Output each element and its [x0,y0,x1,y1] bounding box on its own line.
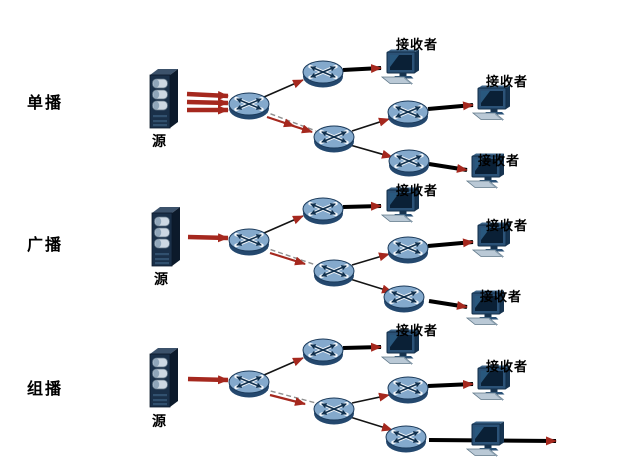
router-icon [388,101,428,128]
edge-dash [262,110,317,132]
edge-thick [427,101,474,111]
edge-thick [342,342,382,352]
edge-dash [262,388,317,404]
edge-stream [187,233,229,243]
edge-thick [342,64,382,74]
router-icon [388,237,428,264]
edge-trunk [349,416,393,432]
edge-trunk [349,144,393,159]
server-icon [151,206,181,267]
edge-redarr [269,251,306,266]
edge-trunk [351,117,390,132]
edge-thick [427,238,474,248]
router-icon [314,126,354,153]
pc-icon [472,222,511,259]
pc-icon [381,49,420,86]
pc-icon [466,421,505,458]
router-icon [229,371,269,398]
edge-trunk [351,392,390,404]
router-icon [303,198,343,225]
edge-redarr [283,121,313,134]
server-icon [149,347,179,408]
edge-trunk [263,215,304,234]
edge-redarr [269,393,306,406]
pc-icon [466,153,505,190]
router-icon [314,260,354,287]
edge-trunk [263,79,304,98]
router-icon [303,61,343,88]
edge-trunk [351,252,390,266]
pc-icon [472,365,511,402]
router-icon [388,377,428,404]
router-icon [389,150,429,177]
edge-thick [342,201,382,211]
router-icon [384,286,424,313]
pc-icon [466,290,505,327]
pc-icon [472,85,511,122]
edge-dash [262,246,317,266]
router-icon [314,398,354,425]
router-icon [386,426,426,453]
pc-icon [381,187,420,224]
edge-trunk [349,278,393,294]
edge-stream [187,375,229,385]
edge-stream [186,98,229,108]
server-icon [149,68,179,129]
edge-stream [186,91,229,101]
edge-thick [427,379,474,389]
router-icon [229,93,269,120]
pc-icon [381,329,420,366]
edge-trunk [263,357,304,376]
router-icon [303,339,343,366]
router-icon [229,229,269,256]
edge-thick [428,299,468,310]
edge-thick [428,162,468,173]
edges-layer [186,64,557,446]
